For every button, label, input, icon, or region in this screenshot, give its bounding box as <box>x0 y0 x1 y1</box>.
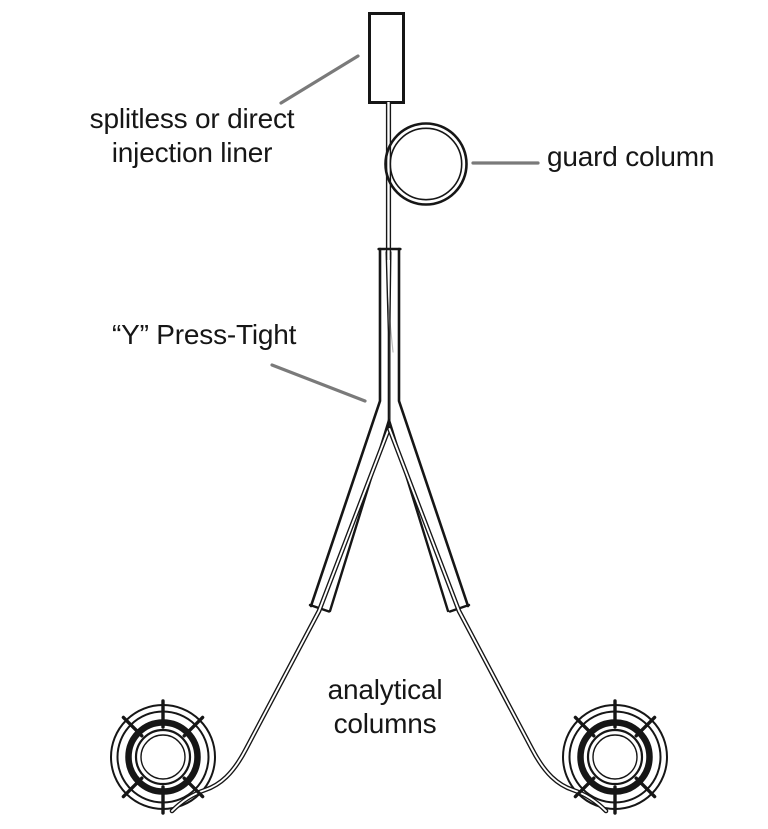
label-analytical-columns-line2: columns <box>333 708 437 739</box>
column-capillary-left <box>169 426 391 814</box>
label-guard-column: guard column <box>547 141 715 172</box>
y-right-outer-wall <box>397 247 470 608</box>
inner-taper-left <box>385 251 390 428</box>
label-injection-liner-line1: splitless or direct <box>89 103 295 134</box>
label-injection-liner: splitless or direct injection liner <box>42 102 342 170</box>
y-crotch-inner-walls <box>328 418 450 613</box>
label-analytical-columns-line1: analytical <box>327 674 443 705</box>
coil-clip-ticks-right <box>573 699 657 815</box>
label-analytical-columns: analytical columns <box>235 673 535 741</box>
inner-taper-right <box>389 251 392 428</box>
y-left-outer-wall <box>309 247 382 608</box>
coil-clip-ticks-left <box>121 699 205 815</box>
pointer-line-injection-liner <box>279 54 360 105</box>
guard-column-loop <box>384 122 468 206</box>
pointer-line-y-press-tight <box>270 363 367 403</box>
label-y-press-tight: “Y” Press-Tight <box>112 319 297 350</box>
injection-liner-shape <box>368 12 405 104</box>
column-capillary-right <box>387 426 609 814</box>
label-injection-liner-line2: injection liner <box>111 137 273 168</box>
